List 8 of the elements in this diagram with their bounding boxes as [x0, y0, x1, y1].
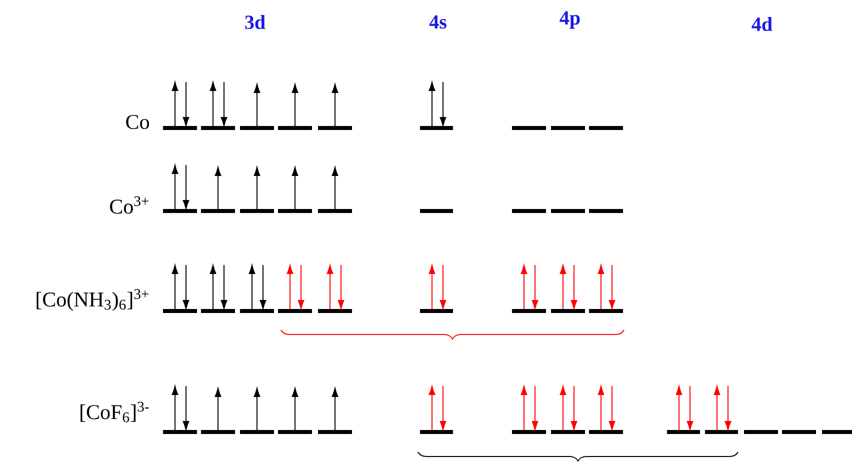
orbital-heading: 4p	[560, 11, 580, 29]
orbital-heading: 4d	[752, 16, 772, 32]
orbital-heading: 3d	[245, 14, 266, 30]
species-label: [CoF$_{6}$]$^{3-}$	[80, 402, 149, 422]
species-label: Co$^{3+}$	[110, 196, 149, 214]
orbital-heading: 4s	[429, 15, 446, 29]
species-label: [Co(NH$_{3}$)$_{6}$]$^{3+}$	[36, 289, 149, 311]
species-label: Co	[126, 114, 149, 130]
